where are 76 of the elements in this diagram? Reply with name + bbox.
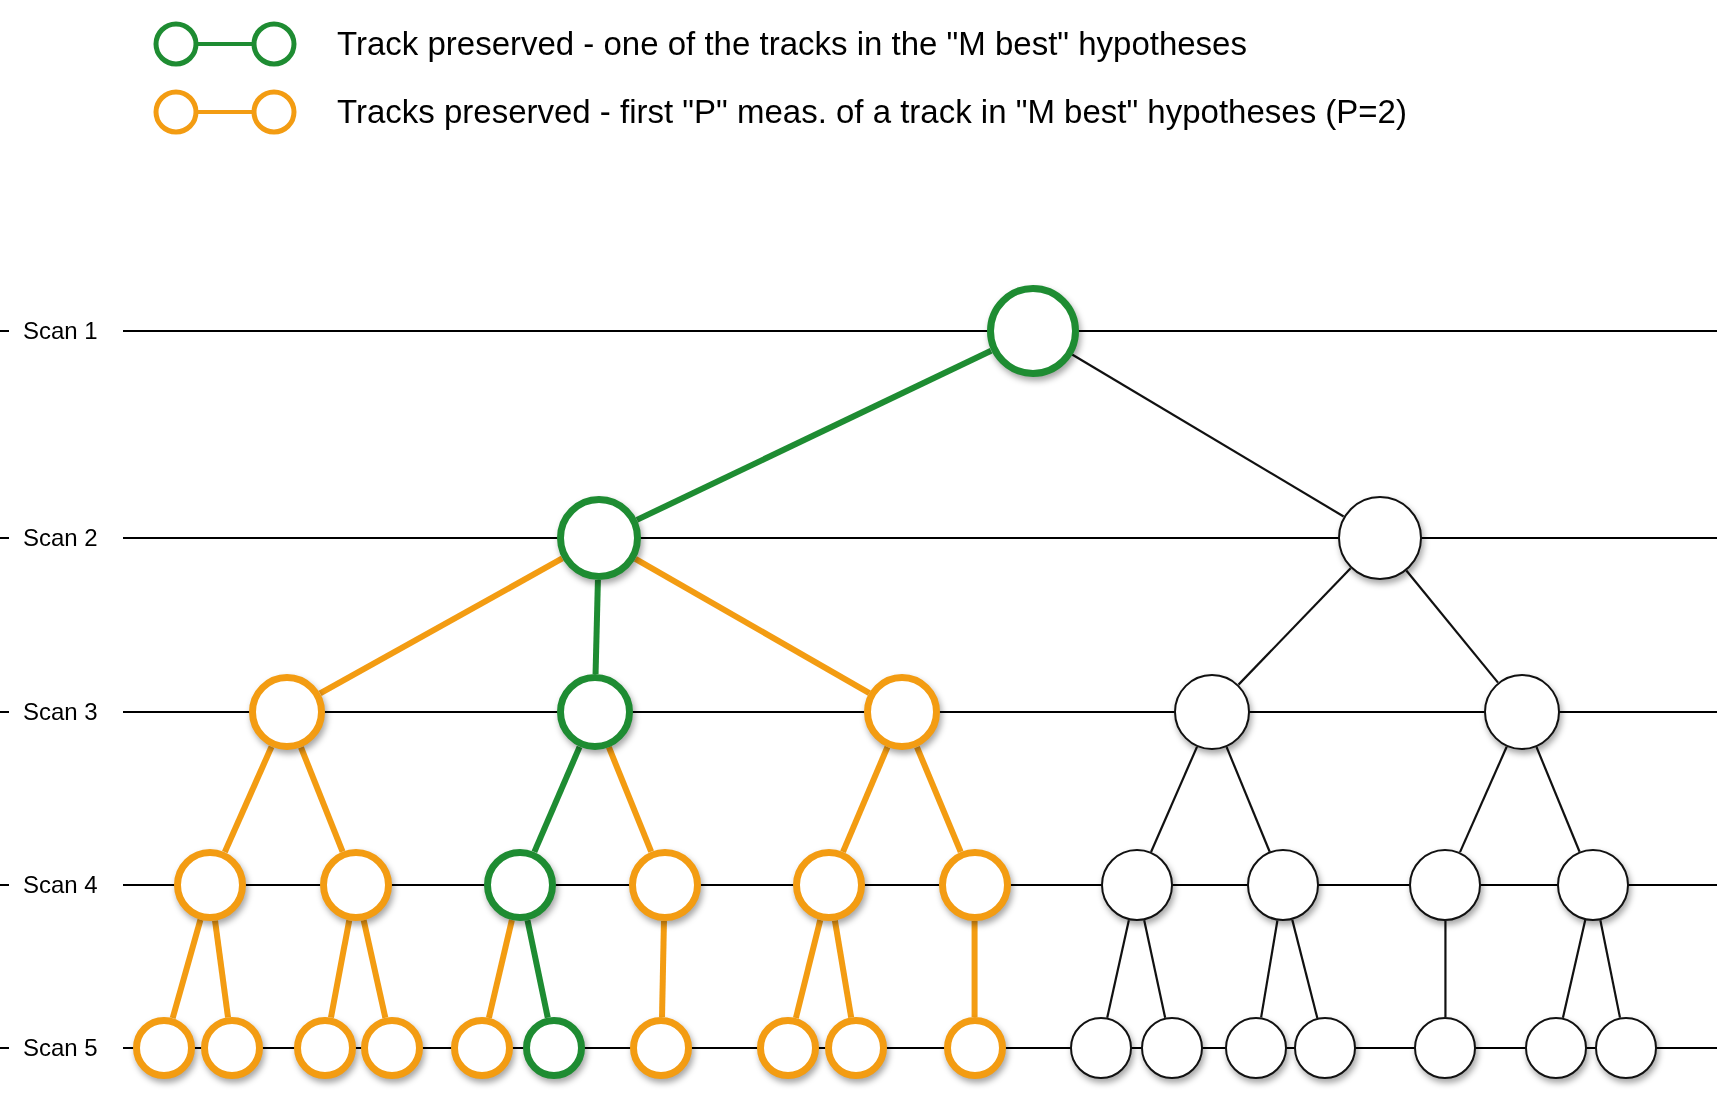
tree-branch <box>222 745 275 854</box>
hypothesis-circle <box>792 849 865 921</box>
hypothesis-circle <box>248 674 325 750</box>
tree-branch <box>793 919 824 1019</box>
tree-branch <box>659 920 667 1018</box>
hypothesis-circle <box>1595 1017 1658 1079</box>
legend-text: Tracks preserved - first "P" meas. of a track in "M best" hypotheses (P=2) <box>337 95 1407 128</box>
tree-branch <box>1444 921 1447 1017</box>
hypothesis-circle <box>864 674 941 750</box>
hypothesis-circle <box>1414 1017 1477 1079</box>
tree-branch <box>1291 919 1319 1019</box>
hypothesis-circle <box>556 674 633 750</box>
tree-branch <box>1561 919 1587 1019</box>
hypothesis-circle <box>1337 496 1422 580</box>
tree-branch <box>1405 569 1499 684</box>
hypothesis-circle <box>1069 1017 1132 1079</box>
tree-branch <box>531 745 583 854</box>
legend-text: Track preserved - one of the tracks in the "M best" hypotheses <box>337 27 1247 60</box>
hypothesis-circle <box>523 1017 586 1079</box>
tree-branch <box>524 919 551 1019</box>
hypothesis-circle <box>1484 674 1561 750</box>
hypothesis-circle <box>1247 849 1320 921</box>
hypothesis-circle <box>133 1017 196 1079</box>
tree-branch <box>840 745 891 854</box>
hypothesis-circle <box>1293 1017 1356 1079</box>
hypothesis-circle <box>1174 674 1251 750</box>
hypothesis-circle <box>986 285 1079 377</box>
hypothesis-circle <box>1409 849 1482 921</box>
hypothesis-circle <box>201 1017 264 1079</box>
tree-branch <box>831 920 855 1018</box>
tree-branch <box>360 919 389 1019</box>
scan-label: Scan 5 <box>23 1036 98 1060</box>
hypothesis-circle <box>450 1017 513 1079</box>
tree-branch <box>1237 567 1352 686</box>
tree-branch <box>606 746 654 853</box>
hypothesis-circle <box>938 849 1011 921</box>
scan-label: Scan 3 <box>23 700 98 724</box>
hypothesis-circle <box>556 496 641 580</box>
hypothesis-circle <box>943 1017 1006 1079</box>
tree-branch <box>486 919 515 1019</box>
hypothesis-circle <box>1557 849 1630 921</box>
tree-branch <box>1260 920 1279 1018</box>
hypothesis-circle <box>294 1017 357 1079</box>
hypothesis-circle <box>361 1017 423 1079</box>
tree-branch <box>1071 353 1345 518</box>
scan-label: Scan 4 <box>23 873 98 897</box>
hypothesis-circle <box>174 849 247 921</box>
tree-branch <box>1535 746 1581 853</box>
hypothesis-circle <box>1140 1017 1203 1079</box>
tree-branch <box>298 746 346 853</box>
hypothesis-circle <box>484 849 557 921</box>
tree-branch <box>169 918 204 1019</box>
tree-branch <box>1599 920 1622 1018</box>
tree-branch <box>1459 746 1508 853</box>
hypothesis-circle <box>630 1017 693 1079</box>
hypothesis-circle <box>757 1017 820 1079</box>
tree-branch <box>1225 746 1271 853</box>
tree-branch <box>212 920 231 1018</box>
tree-branch <box>1106 919 1130 1018</box>
tree-branch <box>633 556 871 696</box>
hypothesis-circle <box>319 849 392 921</box>
hypothesis-circle <box>1525 1017 1588 1079</box>
hypothesis-circle <box>628 849 701 921</box>
scan-label: Scan 1 <box>23 319 98 343</box>
tree-branch <box>1150 746 1198 853</box>
tree-branch <box>635 348 993 523</box>
hypothesis-circle <box>1100 849 1173 921</box>
tree-branch <box>1143 919 1167 1018</box>
hypothesis-circle <box>1225 1017 1287 1079</box>
hypothesis-circle <box>825 1017 888 1079</box>
tree-branch <box>592 579 601 675</box>
tree-branch <box>318 555 564 697</box>
tree-branch <box>971 921 978 1017</box>
tree-branch <box>914 745 964 853</box>
tree-branch <box>328 919 353 1019</box>
scan-label: Scan 2 <box>23 526 98 550</box>
